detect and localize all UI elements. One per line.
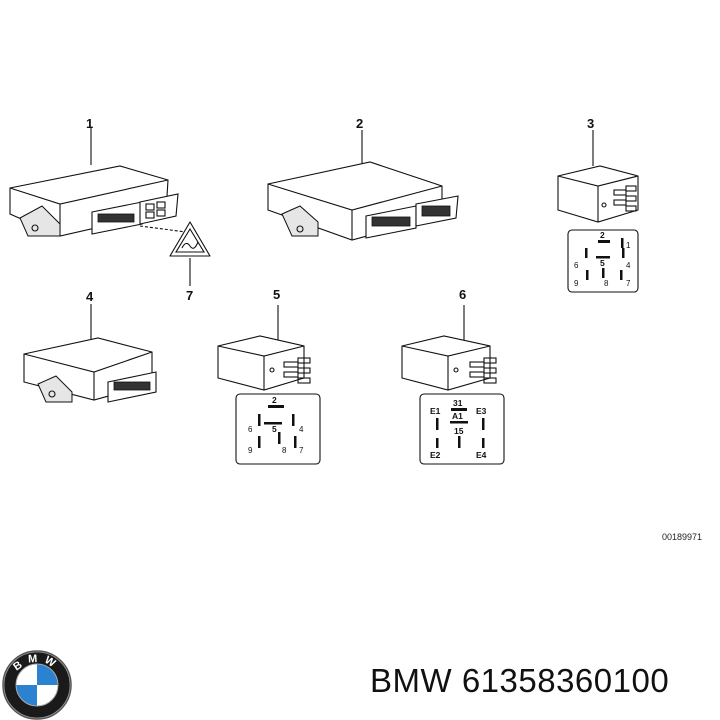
part-5-relay[interactable] bbox=[217, 305, 321, 465]
relay-c-pin-31: 31 bbox=[453, 398, 463, 408]
relay-c-pin-E1: E1 bbox=[430, 406, 441, 416]
part-3-relay[interactable] bbox=[557, 130, 639, 293]
callout-6: 6 bbox=[459, 287, 466, 302]
relay-b-pin-6: 6 bbox=[248, 425, 253, 434]
relay-a-pin-4: 4 bbox=[626, 261, 631, 270]
relay-a-pin-2: 2 bbox=[600, 230, 605, 240]
relay-b-pin-9: 9 bbox=[248, 446, 253, 455]
leader-dashed bbox=[139, 225, 187, 233]
callout-2: 2 bbox=[356, 116, 363, 131]
relay-b-pin-7: 7 bbox=[299, 446, 304, 455]
part-6-relay[interactable] bbox=[401, 305, 505, 465]
callout-5: 5 bbox=[273, 287, 280, 302]
callout-1: 1 bbox=[86, 116, 93, 131]
part-1-control-module[interactable] bbox=[9, 128, 179, 237]
relay-b-pin-5: 5 bbox=[272, 424, 277, 434]
relay-b-pin-8: 8 bbox=[282, 446, 287, 455]
relay-b-pin-2: 2 bbox=[272, 395, 277, 405]
relay-c-pin-E2: E2 bbox=[430, 450, 441, 460]
part-7-warning-label[interactable] bbox=[169, 221, 211, 286]
callout-3: 3 bbox=[587, 116, 594, 131]
relay-c-pin-15: 15 bbox=[454, 426, 464, 436]
diagram-id: 00189971 bbox=[662, 532, 702, 542]
relay-a-pin-8: 8 bbox=[604, 279, 609, 288]
part-4-control-module[interactable] bbox=[23, 304, 157, 403]
callout-7: 7 bbox=[186, 288, 193, 303]
relay-a-pin-7: 7 bbox=[626, 279, 631, 288]
relay-a-pin-1: 1 bbox=[626, 241, 631, 250]
relay-a-pin-5: 5 bbox=[600, 258, 605, 268]
relay-c-pin-E4: E4 bbox=[476, 450, 487, 460]
brand-caption: BMW 61358360100 bbox=[370, 662, 670, 699]
relay-c-pin-A1: A1 bbox=[452, 411, 463, 421]
relay-b-pin-4: 4 bbox=[299, 425, 304, 434]
callout-4: 4 bbox=[86, 289, 94, 304]
part-2-control-module[interactable] bbox=[267, 130, 459, 241]
bmw-logo[interactable]: BMW bbox=[2, 650, 72, 720]
relay-a-pin-9: 9 bbox=[574, 279, 579, 288]
relay-c-pin-E3: E3 bbox=[476, 406, 487, 416]
relay-a-pin-6: 6 bbox=[574, 261, 579, 270]
